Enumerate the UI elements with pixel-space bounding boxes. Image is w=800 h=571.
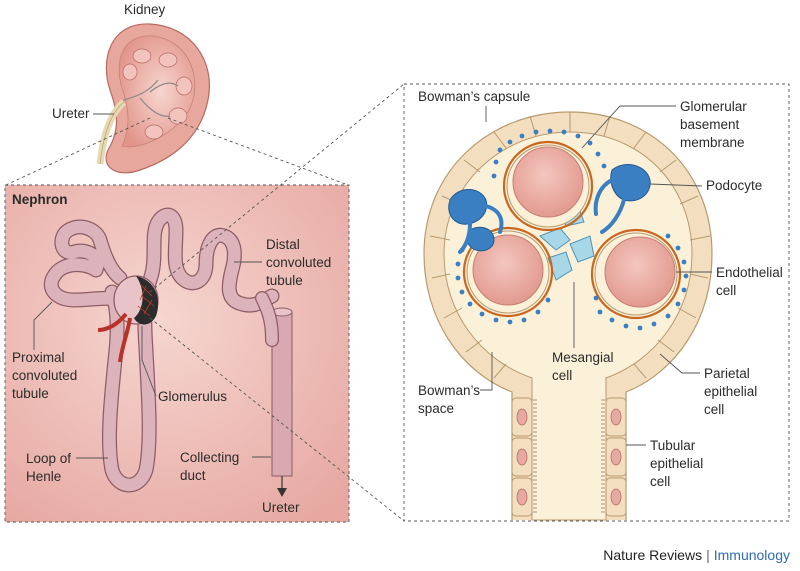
zoom-line — [149, 317, 405, 522]
label-proximal: Proximal convoluted tubule — [12, 350, 77, 401]
svg-text:membrane: membrane — [680, 135, 745, 150]
label-tubular-epithelial-cell: Tubular epithelial cell — [650, 438, 703, 489]
label-ureter-bottom: Ureter — [262, 500, 300, 515]
label-glomerular-basement-membrane: Glomerular basement membrane — [680, 99, 747, 150]
label-collecting-duct: Collecting duct — [180, 450, 239, 483]
svg-text:space: space — [418, 401, 454, 416]
label-ureter-top: Ureter — [52, 106, 90, 121]
svg-text:cell: cell — [716, 283, 736, 298]
svg-text:epithelial: epithelial — [704, 384, 757, 399]
svg-text:Proximal: Proximal — [12, 350, 65, 365]
svg-text:Mesangial: Mesangial — [552, 350, 614, 365]
leader-gbm — [581, 105, 676, 149]
label-endothelial-cell: Endothelial cell — [716, 265, 783, 298]
svg-text:Collecting: Collecting — [180, 450, 239, 465]
svg-text:epithelial: epithelial — [650, 456, 703, 471]
label-podocyte: Podocyte — [706, 178, 762, 193]
svg-text:tubule: tubule — [266, 273, 303, 288]
svg-text:tubule: tubule — [12, 386, 49, 401]
svg-text:cell: cell — [704, 402, 724, 417]
journal-subject: Immunology — [713, 547, 790, 563]
svg-text:duct: duct — [180, 468, 206, 483]
zoom-line — [149, 83, 405, 293]
svg-text:Distal: Distal — [266, 237, 300, 252]
svg-text:convoluted: convoluted — [12, 368, 77, 383]
journal-credit: Nature Reviews|Immunology — [603, 547, 790, 563]
label-parietal-epithelial-cell: Parietal epithelial cell — [704, 366, 757, 417]
credit-separator: | — [706, 547, 710, 563]
leader-glomerulus — [141, 326, 157, 397]
zoom-line — [5, 117, 151, 186]
leader-bowmans-space — [480, 352, 493, 391]
leader-podocyte — [649, 183, 703, 187]
label-kidney: Kidney — [124, 2, 166, 17]
label-loop-of-henle: Loop of Henle — [26, 451, 71, 484]
svg-text:Parietal: Parietal — [704, 366, 750, 381]
nephron-tubule — [43, 207, 293, 497]
svg-text:Tubular: Tubular — [650, 438, 696, 453]
svg-text:basement: basement — [680, 117, 740, 132]
svg-text:cell: cell — [552, 368, 572, 383]
svg-text:convoluted: convoluted — [266, 255, 331, 270]
svg-text:Glomerular: Glomerular — [680, 99, 747, 114]
svg-text:Endothelial: Endothelial — [716, 265, 783, 280]
label-mesangial-cell: Mesangial cell — [552, 350, 614, 383]
journal-name: Nature Reviews — [603, 547, 703, 563]
label-distal: Distal convoluted tubule — [266, 237, 331, 288]
leader-proximal — [33, 301, 53, 350]
label-nephron: Nephron — [12, 192, 68, 207]
svg-text:Henle: Henle — [26, 469, 61, 484]
label-bowmans-space: Bowman’s space — [418, 383, 480, 416]
svg-text:Bowman’s: Bowman’s — [418, 383, 480, 398]
svg-text:Loop of: Loop of — [26, 451, 71, 466]
zoom-line — [167, 117, 349, 186]
leader-parietal — [659, 353, 700, 374]
glomerulus-detail — [423, 111, 713, 521]
kidney-illustration — [96, 23, 210, 174]
label-glomerulus: Glomerulus — [158, 389, 227, 404]
label-bowmans-capsule: Bowman’s capsule — [418, 89, 530, 104]
svg-text:cell: cell — [650, 474, 670, 489]
